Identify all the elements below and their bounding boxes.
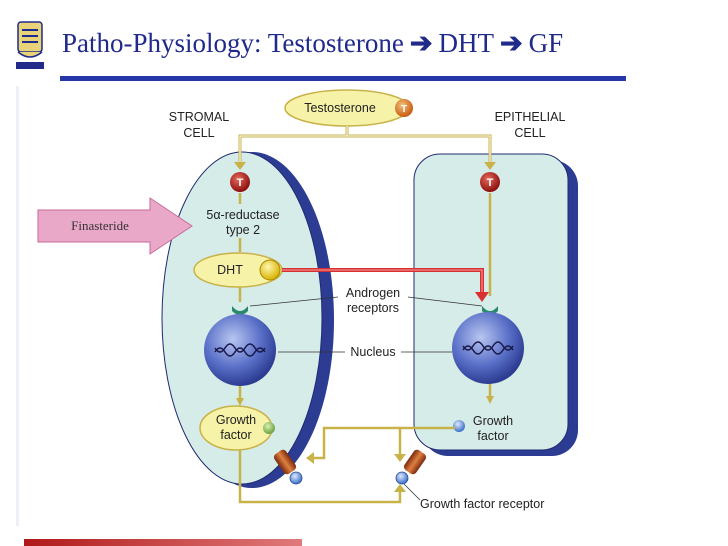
gf-epithelial-label-line1: Growth	[473, 414, 513, 428]
t-molecule-epithelial-icon	[480, 172, 500, 192]
arrowhead-icon	[394, 484, 406, 492]
university-crest-logo	[12, 18, 48, 78]
nucleus-epithelial	[452, 312, 524, 384]
testosterone-molecule-icon	[395, 99, 413, 117]
gf-epithelial-label-line2: factor	[477, 429, 508, 443]
growth-factor-molecule-icon	[263, 422, 275, 434]
t-symbol: T	[487, 177, 494, 189]
t-symbol: T	[237, 177, 244, 189]
dht-box: DHT	[193, 252, 283, 288]
finasteride-label: Finasteride	[71, 218, 129, 233]
androgen-receptor-stromal-icon	[232, 306, 248, 315]
title-pathophysiology: Patho-Physiology:	[62, 28, 262, 58]
arrowhead-icon	[306, 452, 314, 464]
nucleus-stromal	[204, 314, 276, 386]
finasteride-arrow: Finasteride	[37, 197, 193, 255]
arrowhead-icon	[394, 454, 406, 462]
stromal-cell-label-line2: CELL	[183, 126, 214, 140]
growth-factor-receptor-label: Growth factor receptor	[420, 497, 544, 511]
title-gf: GF	[528, 28, 564, 58]
gf-stromal-label-line1: Growth	[216, 413, 256, 427]
testosterone-label: Testosterone	[304, 101, 376, 115]
dht-molecule-icon	[259, 259, 281, 281]
t-molecule-stromal-icon	[230, 172, 250, 192]
reductase-label-line2: type 2	[226, 223, 260, 237]
dht-transfer-path	[282, 268, 484, 296]
arrowhead-icon	[475, 292, 489, 302]
leader-line	[249, 296, 339, 307]
stromal-cell-label-line1: STROMAL	[169, 110, 229, 124]
leader-line	[403, 483, 421, 501]
androgen-label-line2: receptors	[347, 301, 399, 315]
arrowhead-icon	[236, 398, 244, 406]
arrowhead-icon	[234, 162, 246, 170]
growth-factor-stromal-box: Growth factor	[199, 405, 275, 451]
epithelial-cell-label-line2: CELL	[514, 126, 545, 140]
nucleus-label: Nucleus	[350, 345, 395, 359]
pathway-highlight	[239, 126, 491, 168]
leader-line	[407, 296, 483, 307]
testosterone-box: Testosterone T	[284, 89, 413, 127]
footer-accent-bar	[24, 539, 302, 546]
androgen-label-line1: Androgen	[346, 286, 400, 300]
title-underline	[60, 76, 626, 81]
page-title: Patho-Physiology: Testosterone➔DHT➔GF	[62, 28, 563, 59]
arrow-icon: ➔	[500, 28, 523, 58]
arrowhead-icon	[486, 396, 494, 404]
reductase-label-line1: 5α-reductase	[206, 208, 279, 222]
left-margin-rule	[16, 86, 19, 526]
arrowhead-icon	[484, 162, 496, 170]
gf-stromal-label-line2: factor	[220, 428, 251, 442]
epithelial-cell-label-line1: EPITHELIAL	[495, 110, 566, 124]
growth-factor-receptor-stromal	[273, 449, 303, 485]
growth-factor-receptor-epithelial	[395, 449, 427, 485]
title-dht: DHT	[438, 28, 495, 58]
epithelial-cell	[413, 153, 578, 456]
growth-factor-pathway	[238, 426, 455, 504]
title-testosterone: Testosterone	[267, 28, 404, 58]
growth-factor-molecule-icon	[453, 420, 465, 432]
t-symbol: T	[401, 104, 407, 115]
dht-label: DHT	[217, 263, 243, 277]
arrow-icon: ➔	[409, 28, 433, 58]
